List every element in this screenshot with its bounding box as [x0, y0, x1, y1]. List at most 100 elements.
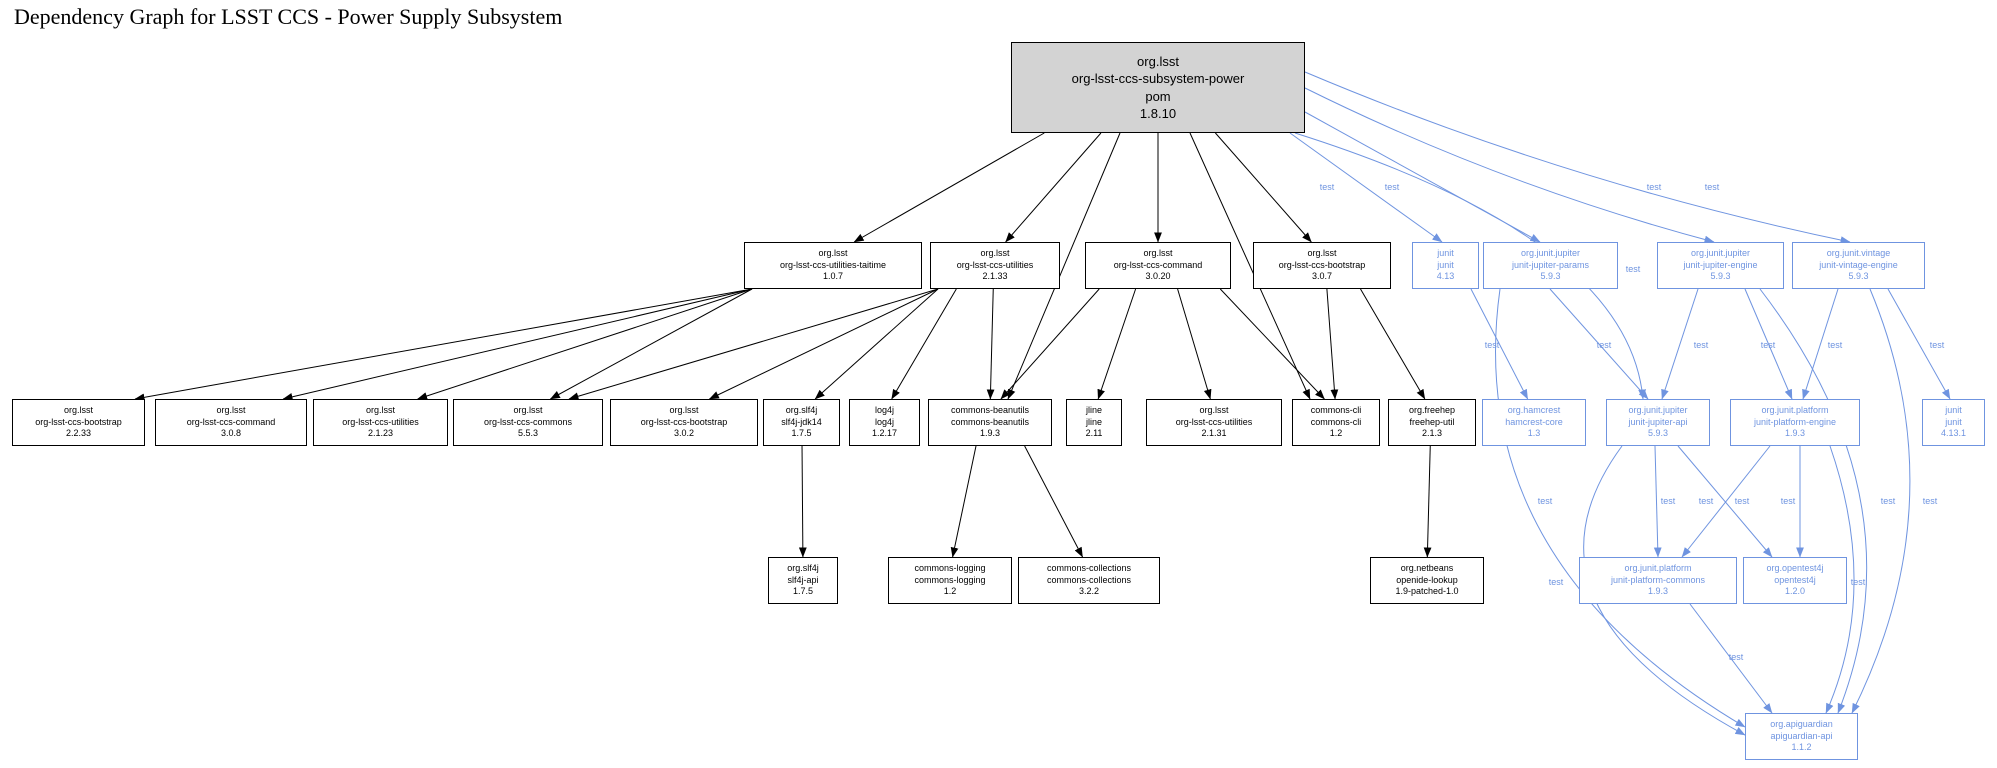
edge-root-beanutils	[1007, 132, 1121, 400]
node-taitime-line: org-lsst-ccs-utilities-taitime	[779, 259, 886, 270]
node-commonslogging-line: 1.2	[943, 586, 957, 597]
node-command308-line: 3.0.8	[220, 428, 242, 439]
node-commonslogging-line: commons-logging	[914, 563, 986, 574]
node-vintage-line: 5.9.3	[1848, 271, 1869, 282]
edge-label-root-params: test	[1384, 182, 1400, 192]
node-utilities2131-line: org.lsst	[1199, 405, 1229, 416]
node-opentest4j-line: org.opentest4j	[1766, 563, 1824, 574]
node-slf4jdk-line: org.slf4j	[785, 405, 818, 416]
edge-utilities33-commons553	[568, 288, 939, 401]
node-commonscli-line: commons-cli	[1310, 416, 1362, 427]
edge-label-vintage-platformengine: test	[1827, 340, 1843, 350]
node-params-line: 5.9.3	[1540, 271, 1561, 282]
node-freehep-line: 2.1.3	[1421, 428, 1443, 439]
edge-bootstrap07-commonscli	[1326, 288, 1339, 400]
edge-beanutils-commonscollections	[1024, 445, 1084, 558]
node-jline-line: jline	[1085, 405, 1102, 416]
edge-label-params-jupiterapi: test	[1596, 340, 1612, 350]
node-bootstrap302-line: org.lsst	[669, 405, 699, 416]
edge-params-jupiterapi	[1549, 288, 1649, 400]
edge-vintage-platformengine	[1802, 288, 1839, 400]
node-vintage-line: junit-vintage-engine	[1819, 259, 1898, 270]
node-commons553-line: org.lsst	[513, 405, 543, 416]
edge-jupiterapi-opentest4j	[1677, 445, 1773, 558]
node-apiguardian-line: org.apiguardian	[1770, 719, 1833, 730]
edge-taitime-commons553	[549, 288, 753, 400]
node-platformcommons-line: 1.9.3	[1647, 586, 1669, 597]
edge-junit413-hamcrest	[1470, 288, 1529, 400]
node-utilities33-line: org.lsst	[980, 248, 1010, 259]
node-freehep-line: freehep-util	[1409, 416, 1455, 427]
node-junit4131-line: junit	[1945, 416, 1962, 427]
node-platformcommons-line: org.junit.platform	[1624, 563, 1692, 574]
node-command308-line: org-lsst-ccs-command	[186, 416, 276, 427]
node-taitime-line: org.lsst	[818, 248, 848, 259]
node-slf4japi-line: org.slf4j	[787, 563, 819, 574]
node-bootstrap302-line: org-lsst-ccs-bootstrap	[640, 416, 728, 427]
edge-utilities33-beanutils	[986, 288, 995, 400]
node-command20-line: org.lsst	[1143, 248, 1173, 259]
node-junit413-line: 4.13	[1436, 271, 1455, 282]
node-utilities33-line: 2.1.33	[982, 271, 1008, 282]
node-root-line: org-lsst-ccs-subsystem-power	[1071, 71, 1245, 86]
edge-label-jupiterapi-apiguardian: test	[1548, 577, 1564, 587]
node-commonslogging-line: commons-logging	[914, 574, 986, 585]
edge-root-bootstrap07	[1215, 132, 1312, 243]
edge-label-root-vintage: test	[1704, 182, 1720, 192]
node-platformengine-line: 1.9.3	[1784, 428, 1806, 439]
edge-command20-jline	[1097, 288, 1137, 400]
node-bootstrap2233-line: org-lsst-ccs-bootstrap	[35, 416, 122, 427]
node-beanutils-line: 1.9.3	[979, 428, 1001, 439]
node-bootstrap07-line: org-lsst-ccs-bootstrap	[1278, 259, 1366, 270]
edge-utilities33-slf4jdk	[814, 288, 939, 400]
node-bootstrap2233-line: 2.2.33	[65, 428, 92, 439]
node-bootstrap2233-line: org.lsst	[63, 405, 93, 416]
edge-vintage-junit4131	[1887, 288, 1951, 400]
edge-platformengine-platformcommons	[1681, 445, 1771, 558]
node-openide-line: 1.9-patched-1.0	[1395, 586, 1459, 597]
edge-bootstrap07-freehep	[1360, 288, 1426, 400]
node-utilities2123-line: org.lsst	[365, 405, 395, 416]
node-slf4japi-line: slf4j-api	[787, 574, 819, 585]
edge-utilities33-log4j	[891, 288, 957, 400]
edge-label-platformengine-opentest4j: test	[1780, 496, 1796, 506]
edge-label-params-apiguardian: test	[1537, 496, 1553, 506]
node-junit413-line: junit	[1437, 248, 1454, 259]
node-params-line: junit-jupiter-params	[1511, 259, 1590, 270]
node-platformengine-line: org.junit.platform	[1761, 405, 1829, 416]
edge-label-jupiterapi-opentest4j: test	[1698, 496, 1714, 506]
edge-root-vintage	[1304, 71, 1851, 244]
edge-label-vintage-apiguardian: test	[1922, 496, 1938, 506]
node-slf4japi-line: 1.7.5	[792, 586, 814, 597]
node-beanutils-line: commons-beanutils	[950, 405, 1030, 416]
edge-root-commonscli	[1189, 132, 1311, 400]
node-hamcrest-line: 1.3	[1527, 428, 1541, 439]
node-openide-line: org.netbeans	[1400, 563, 1454, 574]
edge-taitime-bootstrap2233	[134, 288, 753, 402]
node-commonscollections-line: commons-collections	[1046, 563, 1132, 574]
edge-vintage-apiguardian	[1851, 288, 1911, 714]
edge-command20-commonscli	[1219, 288, 1325, 400]
edge-label-root-junit413: test	[1319, 182, 1335, 192]
edge-engine-apiguardian	[1759, 288, 1868, 714]
node-utilities33-line: org-lsst-ccs-utilities	[956, 259, 1034, 270]
node-slf4jdk-line: 1.7.5	[791, 428, 812, 439]
edge-slf4jdk-slf4japi	[798, 445, 807, 558]
edge-engine-jupiterapi	[1661, 288, 1699, 400]
node-jline-line: jline	[1085, 416, 1102, 427]
